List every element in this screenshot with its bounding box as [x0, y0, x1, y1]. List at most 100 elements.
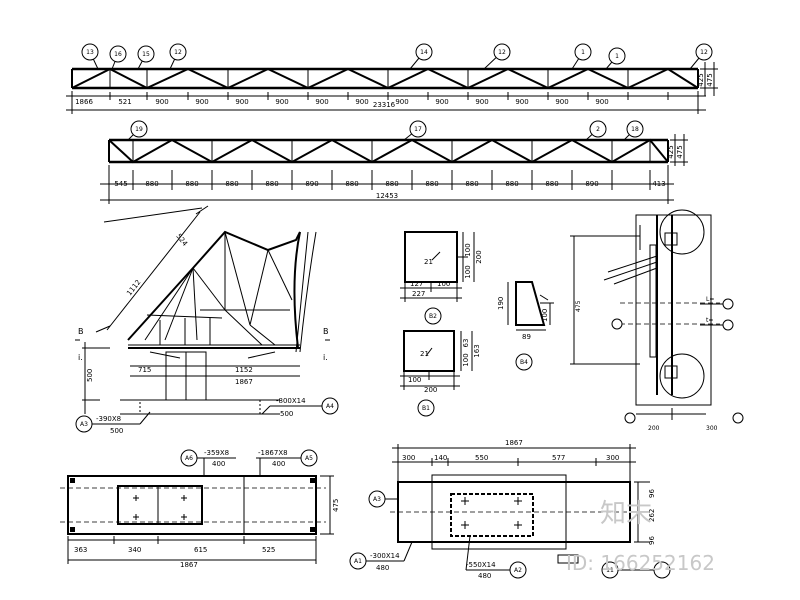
truss1-marker-7-circle	[608, 47, 626, 65]
truss1-dim-10: 900	[475, 98, 488, 106]
truss1-dim-9: 900	[435, 98, 448, 106]
b1-dim-63: 63	[462, 339, 470, 348]
truss1-total-dim: 23316	[373, 101, 396, 109]
base-left-a6-sub: 400	[212, 460, 225, 468]
detail-note-l: L=	[706, 296, 714, 303]
truss2-dim-0: 545	[114, 180, 127, 188]
truss1-dim-0: 1866	[75, 98, 93, 106]
base-left-a5-sub: 400	[272, 460, 285, 468]
truss2-dim-5: 890	[305, 180, 318, 188]
base-right-dim-550: 550	[475, 454, 488, 462]
truss2-dim-8: 880	[425, 180, 438, 188]
truss1-marker-5-label: 12	[498, 49, 506, 56]
callout-a3-roof	[75, 411, 151, 433]
truss2-marker-3-label: 18	[631, 126, 639, 133]
truss1-dim-5: 900	[275, 98, 288, 106]
truss1-marker-6-circle	[574, 43, 592, 61]
truss2-dim-9: 880	[465, 180, 478, 188]
base-left-dim-525: 525	[262, 546, 275, 554]
base-plan-right	[349, 444, 671, 579]
callout-a4-roof-tag: A4	[326, 403, 334, 410]
truss1-dim-13: 900	[595, 98, 608, 106]
callout-a3-roof-text: -390X8	[96, 415, 121, 423]
plate-b2	[400, 231, 475, 325]
truss1-marker-1-label: 16	[114, 51, 122, 58]
base-left-dim-363: 363	[74, 546, 87, 554]
base-left-a5-tag: A5	[305, 455, 313, 462]
truss1-marker-0-circle	[81, 43, 99, 61]
base-right-a3-tag: A3	[373, 496, 381, 503]
b2-dim-227: 227	[412, 290, 425, 298]
base-right-a2-text: -550X14	[466, 561, 496, 569]
truss2-marker-1-label: 17	[414, 126, 422, 133]
detail-dim-475: 475	[575, 300, 582, 312]
detail-dim-200: 200	[648, 425, 660, 432]
b4-dim-100: 100	[541, 309, 549, 322]
truss2-dim-1: 880	[145, 180, 158, 188]
truss2-dim-13: 413	[652, 180, 665, 188]
section-mark-left: B	[78, 327, 84, 336]
base-left-a5-text: -1867X8	[258, 449, 288, 457]
section-mark-right: B	[323, 327, 329, 336]
truss1-dim-4: 900	[235, 98, 248, 106]
truss1-marker-8-label: 12	[700, 49, 708, 56]
truss2-member-markers: 19 17 2 18	[127, 120, 644, 141]
truss2-dim-12: 890	[585, 180, 598, 188]
callout-a4-roof-text: -800X14	[276, 397, 306, 405]
base-left-height: 475	[332, 499, 340, 512]
truss1-marker-5-circle	[493, 43, 511, 61]
base-plan-left	[60, 449, 334, 564]
b1-dim-100a: 100	[462, 353, 470, 366]
truss1-marker-8-circle	[695, 43, 713, 61]
b1-tag: B1	[422, 405, 430, 412]
truss2-height-inner: 425	[667, 145, 675, 158]
callout-a3-roof-tag: A3	[80, 421, 88, 428]
truss1-dim-3: 900	[195, 98, 208, 106]
truss2-marker-1-circle	[409, 120, 427, 138]
b2-bolt: 21	[424, 258, 433, 266]
base-left-dim-340: 340	[128, 546, 141, 554]
truss2-dim-4: 880	[265, 180, 278, 188]
base-right-h-96b: 96	[648, 536, 656, 545]
truss1-marker-3-circle	[169, 43, 187, 61]
b2-dim-100a: 100	[464, 243, 472, 256]
truss2-height-outer: 475	[676, 145, 684, 158]
b4-dim-89: 89	[522, 333, 531, 341]
b4-dim-190: 190	[497, 297, 505, 310]
roof-dim-1867: 1867	[235, 378, 253, 386]
base-left-dim-615: 615	[194, 546, 207, 554]
base-right-a1-sub: 480	[376, 564, 389, 572]
truss2-marker-0-label: 19	[135, 126, 143, 133]
plate-b1	[400, 330, 473, 417]
truss2-marker-2-label: 2	[596, 126, 600, 133]
watermark-id: ID: 166252162	[566, 551, 715, 575]
truss1-marker-6-label: 1	[581, 49, 585, 56]
truss1-marker-0-label: 13	[86, 49, 94, 56]
plate-b4	[507, 281, 554, 371]
truss1-marker-7-label: 1	[615, 53, 619, 60]
b2-dim-100b: 100	[464, 265, 472, 278]
callout-a3-roof-sub: 500	[110, 427, 123, 435]
callout-a4-roof	[261, 397, 339, 415]
truss1-dim-2: 900	[155, 98, 168, 106]
base-right-a2-tag: A2	[514, 567, 522, 574]
truss1-marker-2-label: 15	[142, 51, 150, 58]
b1-dim-200: 200	[424, 386, 437, 394]
base-left-a6-tag: A6	[185, 455, 193, 462]
truss2-dim-6: 880	[345, 180, 358, 188]
section-sub-right: i.	[323, 353, 328, 362]
b2-tag: B2	[429, 313, 437, 320]
detail-dim-300: 300	[706, 425, 718, 432]
roof-elevation	[75, 205, 330, 415]
base-right-dim-577: 577	[552, 454, 565, 462]
truss2-marker-0-circle	[130, 120, 148, 138]
truss-elevation-1	[66, 62, 718, 114]
b1-bolt: 21	[420, 350, 429, 358]
base-right-a1-tag: A1	[354, 558, 362, 565]
base-right-h-96a: 96	[648, 489, 656, 498]
roof-dim-500: 500	[86, 369, 94, 382]
